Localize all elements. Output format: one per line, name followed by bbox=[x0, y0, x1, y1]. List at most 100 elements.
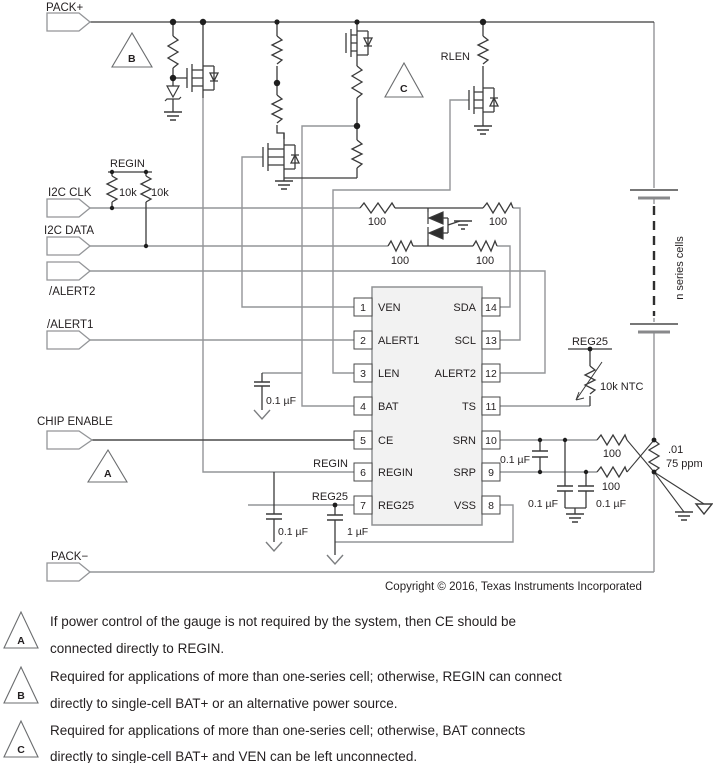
pin-number: 10 bbox=[485, 435, 497, 447]
c-srp-label: 0.1 µF bbox=[596, 498, 626, 510]
note-b-triangle bbox=[3, 665, 39, 704]
flag-triangles bbox=[87, 31, 424, 483]
wire-scl-column bbox=[500, 207, 521, 341]
flag-c-triangle bbox=[384, 61, 424, 98]
reg25-ntc-label: REG25 bbox=[572, 336, 608, 348]
pin-number: 8 bbox=[488, 500, 494, 512]
note-c-tag: C bbox=[17, 744, 25, 756]
ic-block: 1 2 3 4 5 6 7 14 13 12 11 10 9 8 VEN ALE… bbox=[353, 286, 501, 526]
pack-minus-label: PACK− bbox=[51, 551, 88, 563]
pin-number: 2 bbox=[360, 335, 366, 347]
resistor-10k-right bbox=[139, 175, 153, 203]
connector-pack-minus bbox=[46, 562, 92, 582]
r10k-right-label: 10k bbox=[151, 187, 169, 199]
r100-clk2-label: 100 bbox=[489, 216, 507, 228]
c-srn-label: 0.1 µF bbox=[528, 498, 558, 510]
pin-number: 1 bbox=[360, 302, 366, 314]
connector-i2c-data bbox=[46, 236, 92, 256]
note-b-line1: Required for applications of more than o… bbox=[50, 669, 562, 684]
wire-len-column bbox=[332, 99, 469, 374]
mosfets bbox=[186, 22, 500, 175]
wire-pullups bbox=[108, 171, 152, 246]
c-diff-label: 0.1 µF bbox=[500, 454, 530, 466]
pin-name: SRP bbox=[453, 467, 476, 479]
connector-chip-enable bbox=[46, 430, 94, 450]
alert2-label: /ALERT2 bbox=[49, 286, 95, 298]
ic-pin-boxes bbox=[353, 297, 501, 515]
resistor-sense bbox=[647, 439, 661, 473]
ground-arrow-icon bbox=[265, 541, 283, 553]
ground-icon bbox=[474, 125, 492, 135]
pin-number: 12 bbox=[485, 368, 497, 380]
pin-number: 9 bbox=[488, 467, 494, 479]
pin-name: TS bbox=[462, 401, 476, 413]
resistor-10k-left bbox=[105, 175, 119, 203]
wire-sense-x bbox=[626, 439, 655, 473]
pmos-regin bbox=[186, 22, 220, 98]
r-srn-label: 100 bbox=[603, 448, 621, 460]
pin-number: 6 bbox=[360, 467, 366, 479]
pin-number: 11 bbox=[486, 401, 497, 413]
ntc-arrow bbox=[575, 361, 603, 401]
resistor-100-srn bbox=[596, 433, 628, 447]
pin-name: VEN bbox=[378, 302, 401, 314]
r100-data2-label: 100 bbox=[476, 255, 494, 267]
regin-stub-label: REGIN bbox=[110, 158, 145, 170]
ground-icon bbox=[566, 513, 584, 523]
pin-number: 7 bbox=[360, 500, 366, 512]
pin-name: ALERT2 bbox=[435, 368, 476, 380]
body-diode-icon bbox=[208, 72, 220, 83]
note-c-line2: directly to single-cell BAT+ and VEN can… bbox=[50, 749, 417, 763]
flag-b: B bbox=[128, 53, 136, 65]
pin-name: SRN bbox=[453, 435, 476, 447]
resistors bbox=[105, 35, 661, 479]
resistor-100 bbox=[472, 239, 498, 253]
connector-i2c-clk bbox=[46, 198, 92, 218]
rlen-label: RLEN bbox=[441, 51, 470, 63]
flag-c: C bbox=[400, 83, 408, 95]
resistor bbox=[270, 35, 284, 65]
pmos-bat bbox=[345, 24, 374, 62]
pin-name: REGIN bbox=[378, 467, 413, 479]
pin-name: BAT bbox=[378, 401, 399, 413]
chip-enable-label: CHIP ENABLE bbox=[37, 416, 113, 428]
body-diode-icon bbox=[488, 96, 500, 107]
flag-a: A bbox=[104, 468, 112, 480]
connector-alert2 bbox=[46, 261, 92, 281]
wire-regin-column bbox=[202, 98, 354, 473]
capacitor-regin bbox=[266, 513, 282, 520]
i2c-clk-label: I2C CLK bbox=[48, 187, 92, 199]
nmos-ven bbox=[262, 133, 301, 175]
ground-icon bbox=[675, 511, 693, 521]
ground-arrow-icon bbox=[326, 554, 344, 566]
sense-value-label: .01 bbox=[668, 444, 683, 456]
nmos-rlen bbox=[468, 80, 500, 120]
connector-labels: PACK+ I2C CLK I2C DATA /ALERT2 /ALERT1 C… bbox=[37, 2, 113, 563]
body-diode-icon bbox=[362, 37, 374, 48]
pin-name: SCL bbox=[455, 335, 476, 347]
c-regin-label: 0.1 µF bbox=[278, 526, 308, 538]
pin-number: 3 bbox=[360, 368, 366, 380]
ground-icon bbox=[454, 220, 472, 230]
pin-number: 14 bbox=[485, 302, 497, 314]
ntc-label: 10k NTC bbox=[600, 381, 643, 393]
connectors bbox=[46, 12, 94, 582]
clamp-diode-icon bbox=[427, 211, 444, 225]
alert1-label: /ALERT1 bbox=[47, 319, 93, 331]
r10k-left-label: 10k bbox=[119, 187, 137, 199]
resistor bbox=[166, 35, 180, 69]
pin-number: 5 bbox=[360, 435, 366, 447]
wire-vss bbox=[335, 504, 514, 543]
r-srp-label: 100 bbox=[602, 481, 620, 493]
connector-alert1 bbox=[46, 330, 92, 350]
wire-gnd-caps bbox=[564, 440, 587, 514]
pin-number: 13 bbox=[485, 335, 497, 347]
i2c-data-label: I2C DATA bbox=[44, 225, 94, 237]
c-reg25-label: 1 µF bbox=[347, 526, 368, 538]
note-a-tag: A bbox=[17, 635, 25, 647]
pin-name: LEN bbox=[378, 368, 399, 380]
flag-b-triangle bbox=[111, 31, 153, 68]
ic-pin-names: VEN ALERT1 LEN BAT CE REGIN REG25 SDA SC… bbox=[378, 302, 477, 512]
battery-label: n series cells bbox=[674, 236, 686, 300]
component-labels: REGIN 10k 10k RLEN 100 100 100 100 0.1 µ… bbox=[110, 51, 703, 538]
